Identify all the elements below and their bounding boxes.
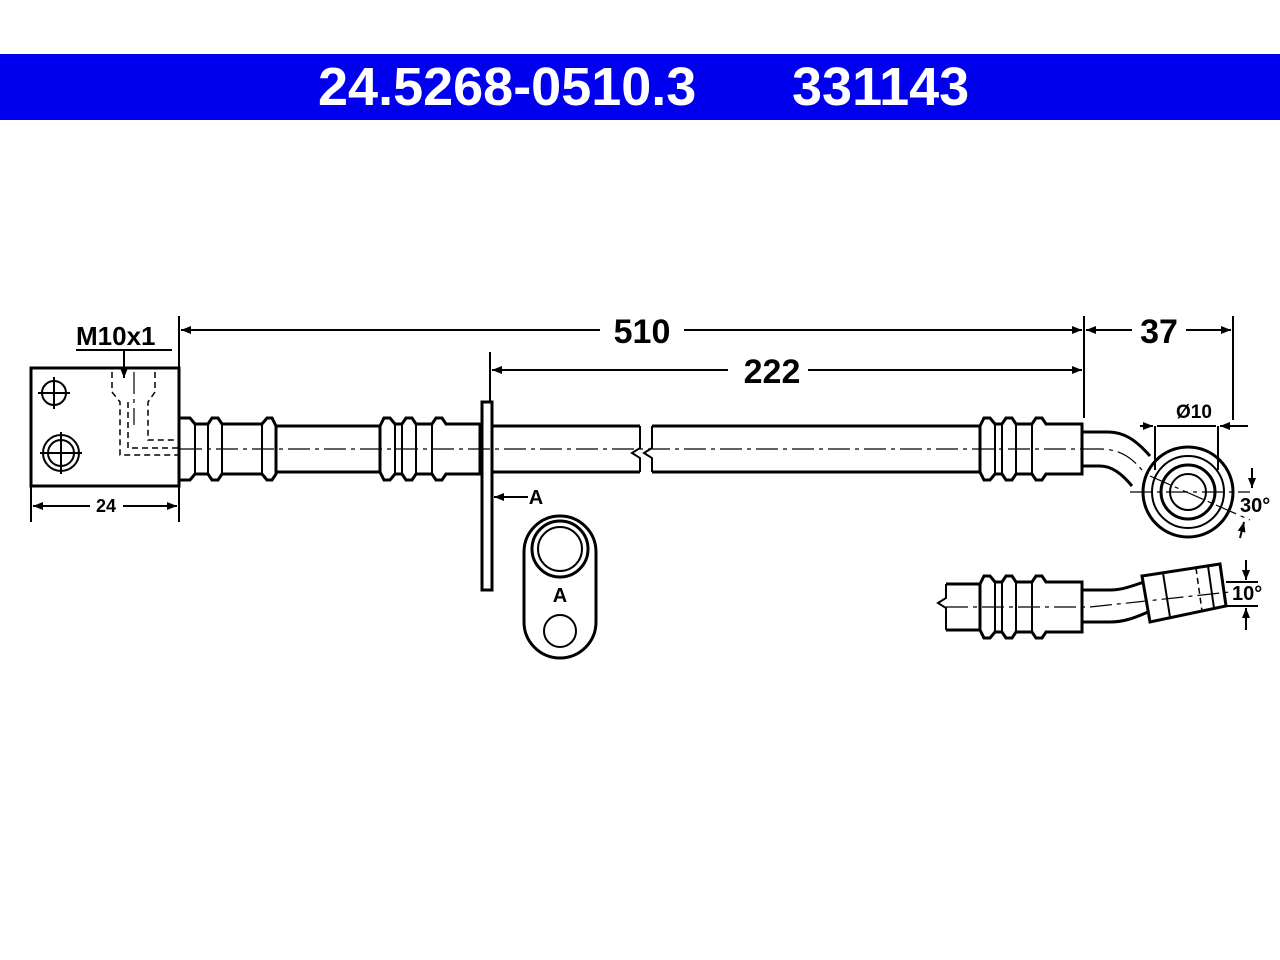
eye-diameter-label: Ø10 [1176, 402, 1212, 423]
dim-tilt-angle: 10° [1226, 560, 1262, 630]
dim-total-length: 510 [178, 313, 1085, 418]
block-width-label: 24 [96, 496, 116, 516]
dim-bracket-distance: 222 [489, 352, 1082, 402]
tilt-angle-label: 10° [1232, 583, 1262, 605]
eye-angle-label: 30° [1240, 495, 1270, 517]
section-marker-label: A [529, 487, 543, 509]
dim-eye-diameter: Ø10 [1140, 402, 1248, 470]
dim-eye-angle: 30° [1237, 468, 1270, 539]
bracket-plate [480, 400, 494, 592]
hose-section-left [276, 424, 380, 474]
middle-ferrule [378, 416, 482, 482]
total-length-label: 510 [614, 313, 671, 351]
banjo-eye [1130, 445, 1251, 539]
bracket-distance-label: 222 [744, 353, 801, 391]
section-view-label: A [553, 585, 567, 607]
dim-block-width: 24 [30, 486, 180, 522]
banjo-tube [1082, 430, 1152, 487]
part-number: 24.5268-0510.3 [318, 57, 697, 117]
end-offset-label: 37 [1140, 313, 1178, 351]
header-bar: 24.5268-0510.3 331143 [0, 54, 1280, 120]
mounting-block [29, 366, 181, 488]
bracket-section-view: A [522, 514, 598, 660]
thread-callout: M10x1 [76, 321, 172, 378]
detail-view [936, 562, 1231, 640]
thread-label: M10x1 [76, 321, 156, 351]
reference-number: 331143 [792, 57, 970, 117]
hose-section-middle [492, 424, 980, 474]
section-marker: A [494, 487, 543, 509]
dim-end-offset: 37 [1086, 313, 1234, 420]
right-ferrule [978, 416, 1084, 482]
